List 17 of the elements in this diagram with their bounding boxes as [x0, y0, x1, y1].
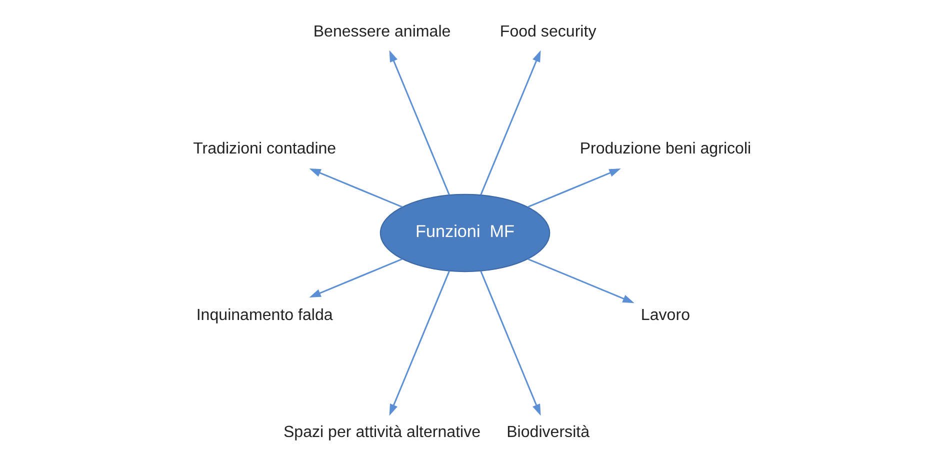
node-ellipse: Funzioni MF [380, 193, 550, 272]
arrow [389, 270, 450, 416]
node-text: Inquinamento falda [196, 305, 333, 324]
node-text: Spazi per attività alternative [283, 422, 481, 441]
node-text: Benessere animale [313, 22, 451, 40]
arrow [309, 258, 402, 298]
node-text: Lavoro [640, 305, 690, 324]
node-text: Biodiversità [506, 422, 590, 441]
node-text: Produzione beni agricoli [580, 139, 752, 158]
arrow [309, 168, 402, 208]
node-text: Food security [500, 22, 596, 40]
arrow [389, 50, 450, 195]
node-text: Tradizioni contadine [193, 139, 336, 158]
arrow [528, 258, 634, 303]
arrow [480, 50, 541, 195]
arrow [480, 270, 541, 416]
arrow [528, 168, 621, 208]
